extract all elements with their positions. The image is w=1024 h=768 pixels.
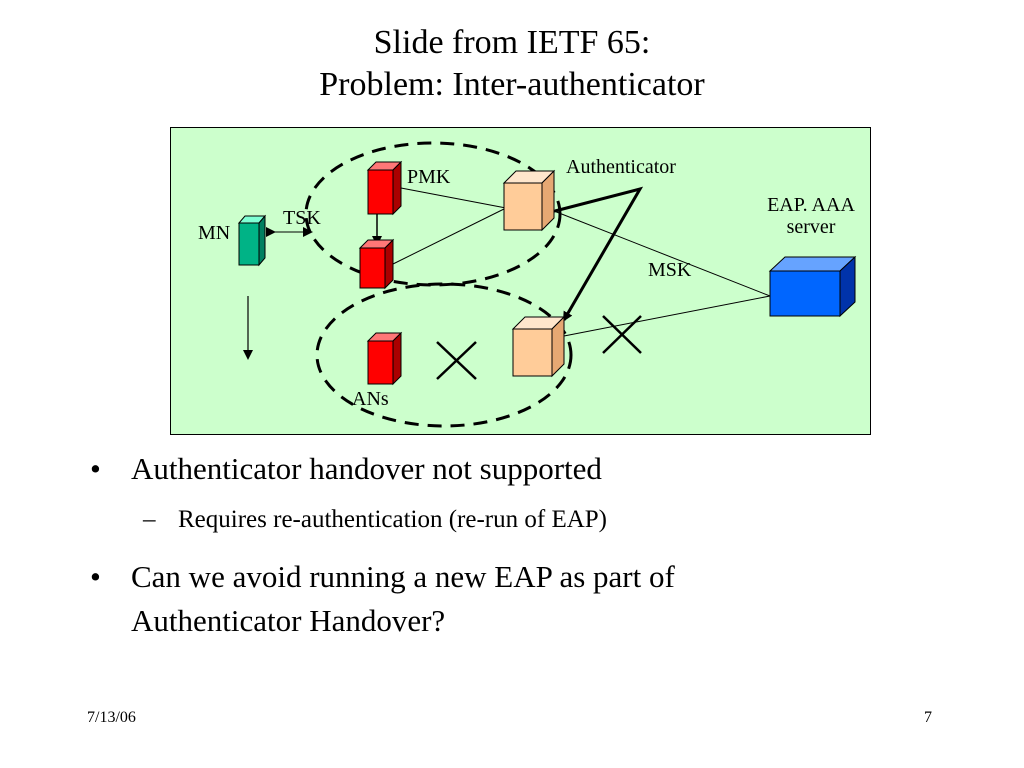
footer-date: 7/13/06 (87, 709, 136, 726)
group-ellipse-bottom (315, 282, 573, 428)
mn-node (237, 214, 267, 267)
sub-bullet-1-marker: – (143, 506, 156, 533)
an-node-middle (358, 238, 395, 290)
bullet-1-text: Authenticator handover not supported (131, 451, 602, 486)
footer-page-number: 7 (924, 709, 932, 726)
ans-label: ANs (352, 388, 389, 410)
link-authenticator2-to-server (563, 295, 771, 337)
title-line-1: Slide from IETF 65: (373, 24, 651, 61)
network-diagram: PMK Authenticator EAP. AAA server TSK MN… (170, 127, 871, 435)
link-an2-to-authenticator (390, 207, 507, 266)
eap-aaa-server-node (768, 255, 857, 318)
authenticator-node-top (502, 169, 556, 232)
diagram-canvas (237, 141, 857, 428)
title-line-2: Problem: Inter-authenticator (319, 66, 705, 103)
eap-aaa-server-label-line-1: EAP. AAA (767, 194, 855, 216)
slide-title: Slide from IETF 65: Problem: Inter-authe… (0, 22, 1024, 106)
sub-bullet-1-text: Requires re-authentication (re-run of EA… (178, 506, 608, 533)
mn-label: MN (198, 222, 231, 244)
link-authenticator-to-server (553, 210, 771, 297)
authenticator-node-bottom (511, 315, 566, 378)
broken-link-x-left (436, 341, 477, 380)
link-pmk-to-authenticator (400, 187, 507, 209)
bullet-2-line-1: Can we avoid running a new EAP as part o… (131, 559, 675, 594)
msk-label: MSK (648, 259, 692, 281)
broken-link-x-right (602, 315, 642, 354)
bullet-2-line-2: Authenticator Handover? (131, 603, 446, 638)
authenticator-handover-arrow (546, 186, 644, 322)
pmk-label: PMK (407, 166, 451, 188)
an-node-pmk (366, 160, 403, 216)
authenticator-label: Authenticator (566, 156, 676, 178)
an-node-bottom (366, 331, 403, 386)
bullet-2-marker: • (90, 559, 101, 594)
eap-aaa-server-label: EAP. AAA server (751, 194, 871, 238)
eap-aaa-server-label-line-2: server (786, 216, 836, 238)
bullet-1-marker: • (90, 451, 101, 486)
tsk-label: TSK (283, 207, 321, 229)
